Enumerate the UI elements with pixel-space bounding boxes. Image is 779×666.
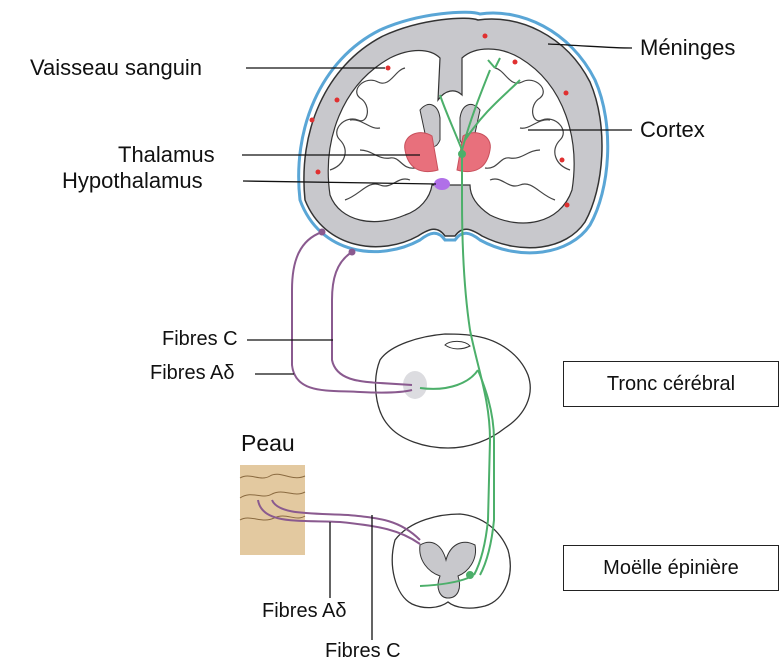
label-hypothalamus: Hypothalamus <box>62 168 203 194</box>
label-fibres-ad-bottom: Fibres Aδ <box>262 600 347 623</box>
skin-block <box>240 465 305 555</box>
label-moelle-epiniere: Moëlle épinière <box>563 545 779 591</box>
label-fibres-ad-top: Fibres Aδ <box>150 362 235 385</box>
label-fibres-c-bottom: Fibres C <box>325 640 401 663</box>
label-thalamus: Thalamus <box>118 142 215 168</box>
label-fibres-c-top: Fibres C <box>162 328 238 351</box>
label-cortex: Cortex <box>640 117 705 143</box>
skin <box>240 465 305 555</box>
label-peau: Peau <box>241 430 295 457</box>
hypothalamus-shape <box>434 178 450 190</box>
label-tronc-cerebral: Tronc cérébral <box>563 361 779 407</box>
label-meninges: Méninges <box>640 35 735 61</box>
label-vaisseau-sanguin: Vaisseau sanguin <box>30 55 202 81</box>
brain <box>299 12 608 253</box>
